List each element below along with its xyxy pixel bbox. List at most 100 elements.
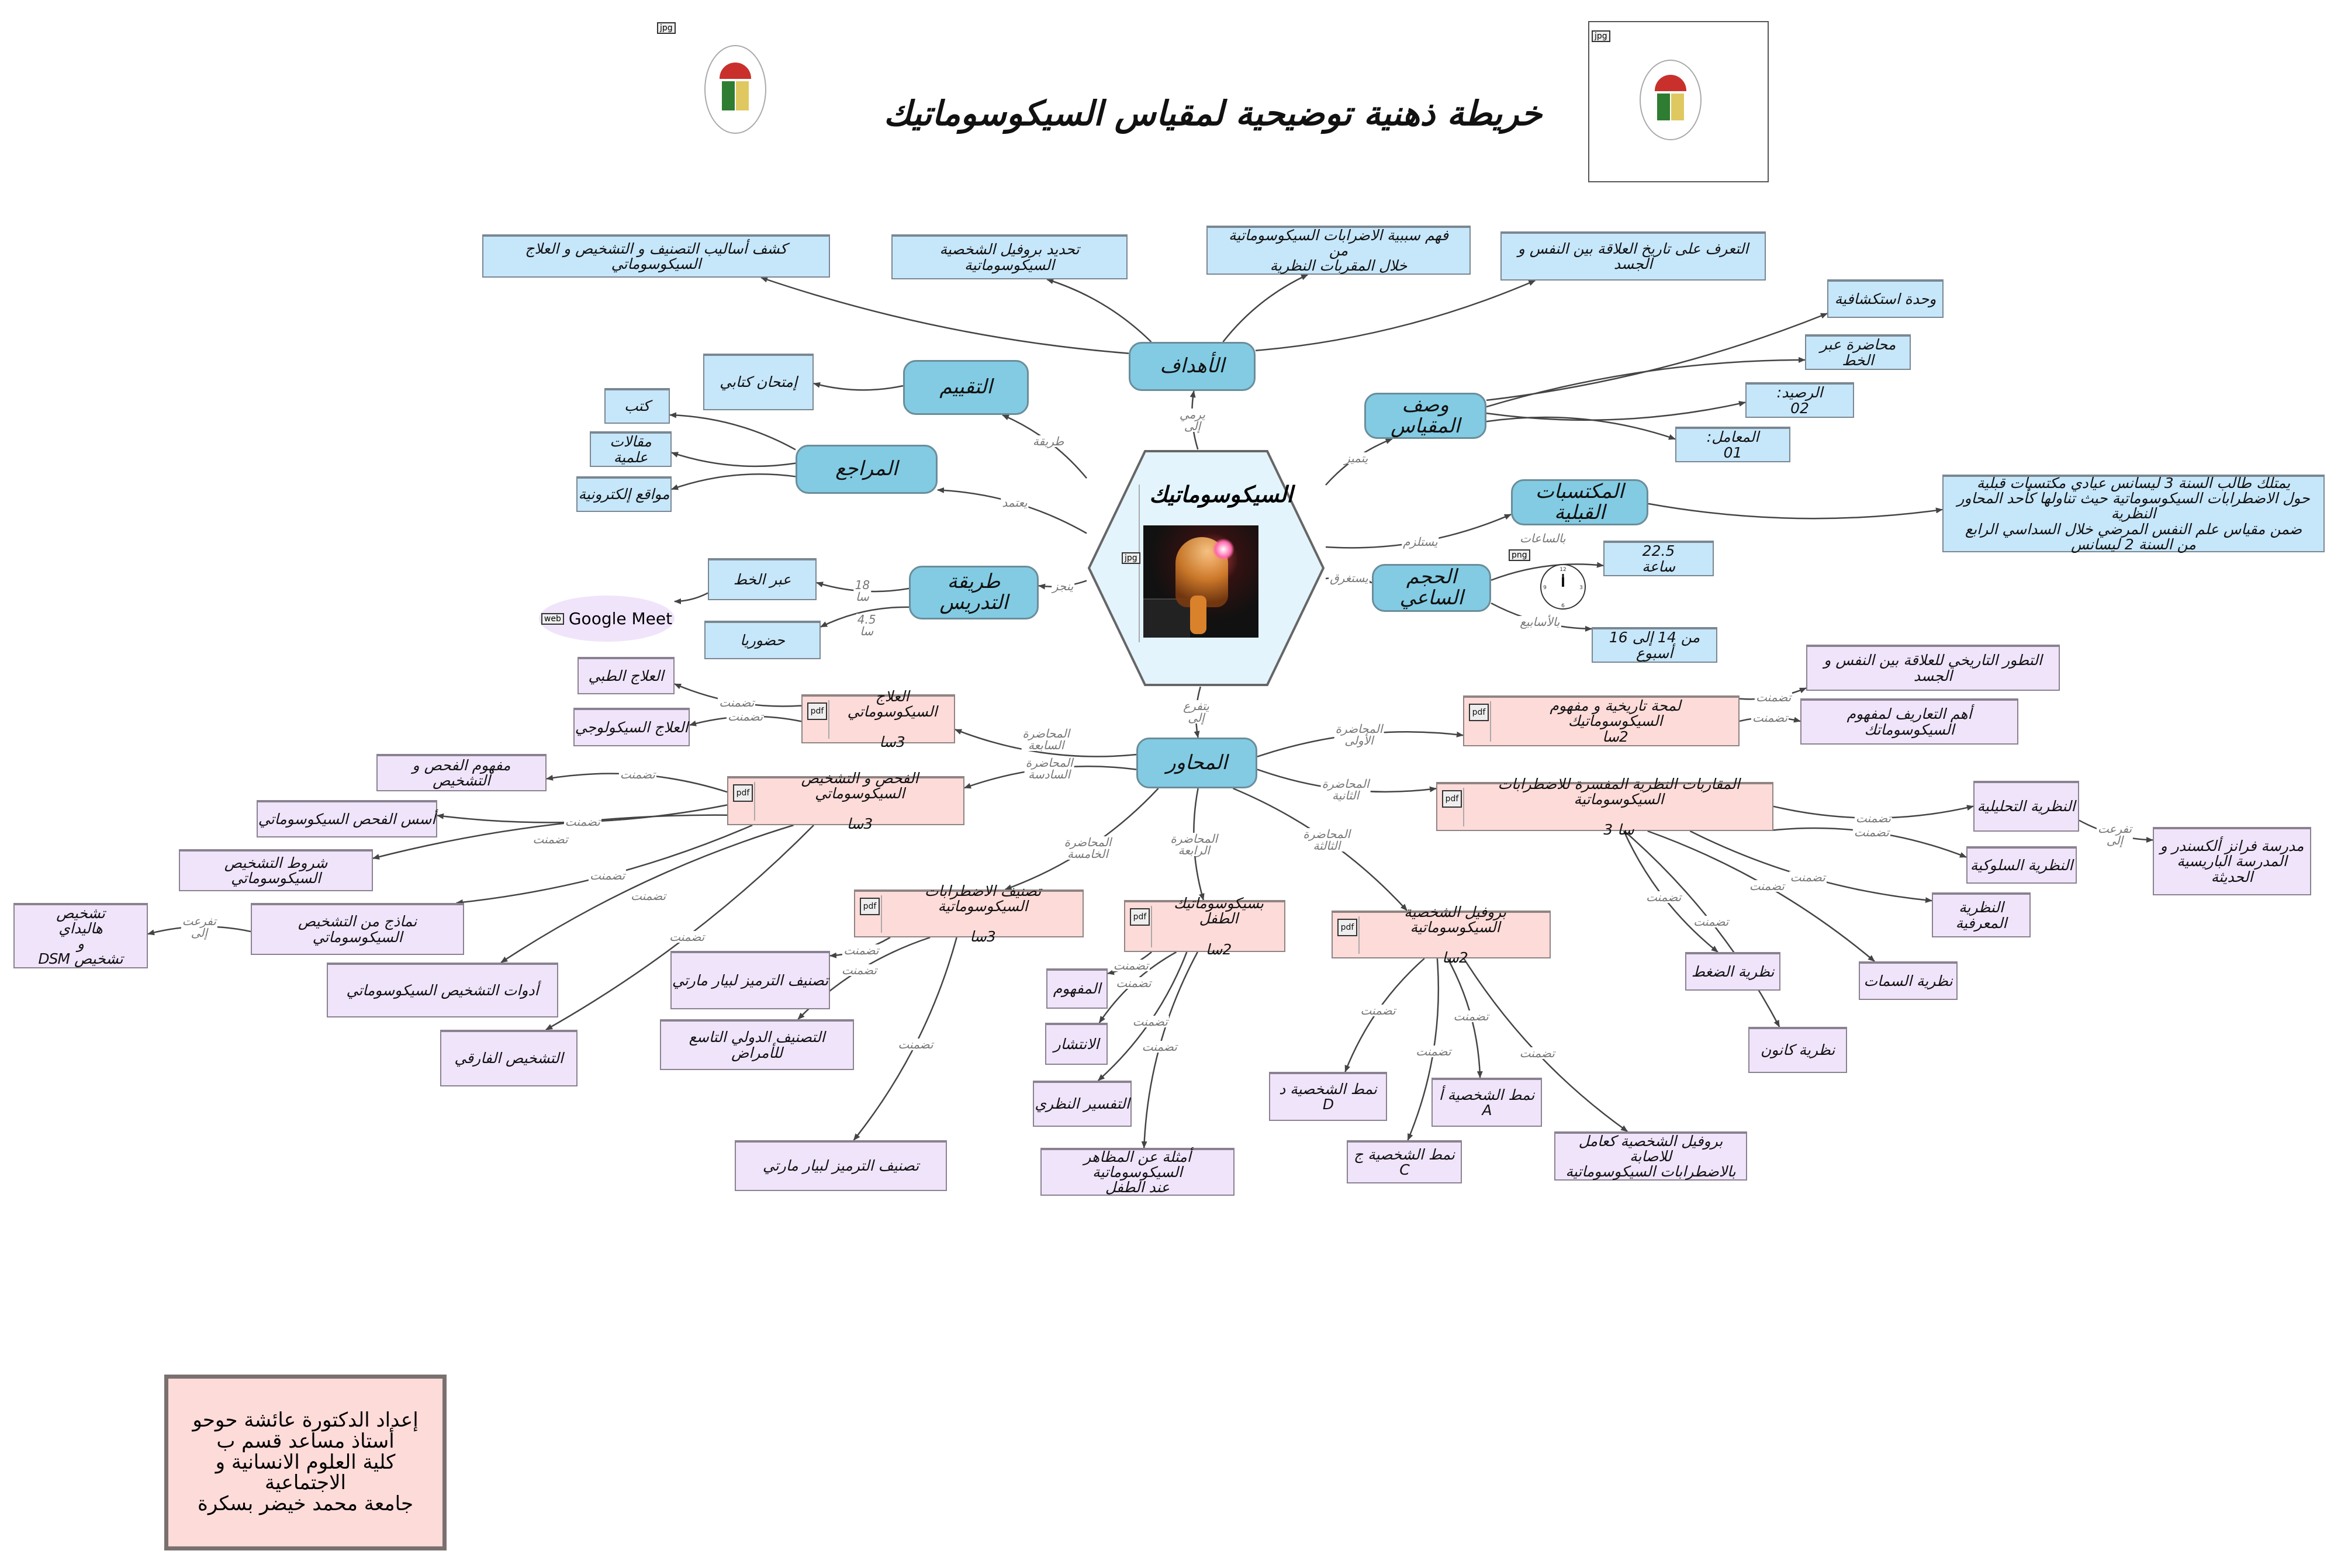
connector-desc-coef bbox=[1486, 416, 1676, 440]
node-hours[interactable]: الحجم الساعي bbox=[1372, 564, 1491, 612]
node-credit[interactable]: الرصيد: 02 bbox=[1745, 382, 1854, 418]
node-coef[interactable]: المعامل: 01 bbox=[1675, 427, 1790, 462]
connector-label: تفرعت إلى bbox=[2096, 822, 2133, 848]
node-g4[interactable]: التعرف على تاريخ العلاقة بين النفس و الج… bbox=[1500, 231, 1766, 281]
pdf-attachment-icon[interactable]: pdf bbox=[733, 784, 753, 802]
google-meet-link[interactable]: web Google Meet bbox=[539, 596, 675, 642]
pdf-attachment-icon[interactable]: pdf bbox=[1442, 790, 1462, 808]
node-label: بروفيل الشخصية السيكوسوماتية 2سا bbox=[1404, 903, 1507, 967]
svg-text:12: 12 bbox=[1559, 567, 1566, 573]
node-g1[interactable]: كشف أساليب التصنيف و التشخيص و العلاج ال… bbox=[482, 234, 830, 278]
connector-label: المحاضرة السادسة bbox=[1024, 755, 1074, 781]
node-behavioral[interactable]: النظرية السلوكية bbox=[1966, 846, 2077, 884]
node-stress[interactable]: نظرية الضغط bbox=[1685, 952, 1780, 991]
node-h1[interactable]: 22.5 ساعة bbox=[1603, 541, 1714, 576]
node-label: المكتسبات القبلية bbox=[1535, 479, 1624, 524]
node-label: الانتشار bbox=[1053, 1035, 1100, 1053]
node-refs[interactable]: المراجع bbox=[796, 445, 938, 494]
node-cannon[interactable]: نظرية كانون bbox=[1748, 1027, 1847, 1073]
connector-label: تضمنت bbox=[1644, 890, 1683, 905]
node-label: نظرية السمات bbox=[1863, 972, 1953, 989]
node-eval[interactable]: التقييم bbox=[903, 360, 1029, 415]
node-halliday[interactable]: تشخيص هاليداي و تشخيص DSM bbox=[13, 903, 148, 968]
central-topic-node[interactable]: السيكوسوماتيك jpg bbox=[1087, 449, 1326, 687]
node-g3[interactable]: فهم سببية الاضرابات السيكوسوماتية من خلا… bbox=[1206, 226, 1471, 275]
pdf-attachment-icon[interactable]: pdf bbox=[1130, 908, 1150, 926]
node-factor[interactable]: بروفيل الشخصية كعامل للاصابة بالاضطرابات… bbox=[1554, 1131, 1747, 1181]
node-dx-models[interactable]: نماذج من التشخيص السيكوسوماتي bbox=[251, 903, 464, 955]
divider bbox=[754, 782, 755, 821]
node-label: التفسير النظري bbox=[1035, 1095, 1130, 1113]
node-g2[interactable]: تحديد بروفيل الشخصية السيكوسوماتية bbox=[891, 234, 1128, 279]
divider bbox=[881, 895, 882, 933]
divider bbox=[1358, 916, 1360, 954]
node-medical[interactable]: العلاج الطبي bbox=[578, 657, 675, 694]
node-icd[interactable]: التصنيف الدولي التاسع للأمراض bbox=[660, 1019, 854, 1070]
node-sites[interactable]: مواقع إلكترونية bbox=[576, 476, 672, 512]
node-axes[interactable]: المحاور bbox=[1136, 738, 1257, 788]
node-franz[interactable]: مدرسة فرانز ألكسندر و المدرسة الباريسية … bbox=[2153, 827, 2311, 895]
node-hist[interactable]: التطور التاريخي للعلاقة بين النفس و الجس… bbox=[1806, 645, 2060, 691]
node-dx-diff[interactable]: التشخيص الفارقي bbox=[440, 1030, 578, 1086]
node-teach[interactable]: طريقة التدريس bbox=[909, 566, 1039, 619]
connector-goals-g2 bbox=[1046, 278, 1152, 342]
pdf-attachment-icon[interactable]: pdf bbox=[860, 898, 880, 915]
node-books[interactable]: كتب bbox=[604, 388, 670, 424]
node-typeD[interactable]: نمط الشخصية د D bbox=[1269, 1072, 1387, 1121]
node-desc[interactable]: وصف المقياس bbox=[1364, 393, 1486, 439]
node-label: كتب bbox=[624, 397, 651, 415]
node-concept[interactable]: المفهوم bbox=[1046, 968, 1108, 1009]
node-label: مفهوم الفحص و التشخيص bbox=[412, 756, 511, 789]
connector-label: يستلزم bbox=[1402, 535, 1439, 549]
node-prereq-text[interactable]: يمتلك طالب السنة 3 ليسانس عيادي مكتسبات … bbox=[1942, 475, 2325, 552]
node-marty1[interactable]: تصنيف الترميز لبيار مارتي bbox=[670, 951, 830, 1009]
connector-label: المحاضرة الأولى bbox=[1334, 721, 1384, 747]
node-label: المحاور bbox=[1166, 750, 1228, 774]
node-exam[interactable]: إمتحان كتابي bbox=[703, 354, 814, 410]
pdf-attachment-icon[interactable]: pdf bbox=[807, 702, 827, 720]
node-label: بسيكوسوماتيك الطفل 2سا bbox=[1174, 895, 1264, 958]
node-prereq[interactable]: المكتسبات القبلية bbox=[1511, 479, 1648, 525]
pdf-attachment-icon[interactable]: pdf bbox=[1469, 704, 1489, 721]
node-label: تشخيص هاليداي و تشخيص DSM bbox=[38, 904, 123, 968]
node-typeA[interactable]: نمط الشخصية أ A bbox=[1431, 1078, 1542, 1127]
node-L3[interactable]: pdf بروفيل الشخصية السيكوسوماتية 2سا bbox=[1332, 904, 1551, 965]
node-dx-concept[interactable]: مفهوم الفحص و التشخيص bbox=[376, 754, 547, 791]
node-dx-basics[interactable]: أسس الفحص السيكوسوماتي bbox=[257, 800, 437, 837]
node-analytic[interactable]: النظرية التحليلية bbox=[1973, 781, 2079, 832]
node-label: أسس الفحص السيكوسوماتي bbox=[258, 810, 436, 828]
node-dx-tools[interactable]: أدوات التشخيص السيكوسوماتي bbox=[327, 963, 558, 1017]
node-typeC[interactable]: نمط الشخصية ج C bbox=[1347, 1140, 1462, 1183]
node-cognitive[interactable]: النظرية المعرفية bbox=[1932, 892, 2031, 937]
node-prevalence[interactable]: الانتشار bbox=[1045, 1023, 1108, 1065]
divider bbox=[1490, 701, 1491, 742]
node-online[interactable]: عبر الخط bbox=[708, 558, 817, 600]
node-h2[interactable]: من 14 إلى 16 أسبوع bbox=[1592, 627, 1717, 663]
node-examples[interactable]: أمثلة عن المظاهر السيكوسوماتية عند الطفل bbox=[1040, 1148, 1235, 1196]
node-label: نمط الشخصية أ A bbox=[1439, 1086, 1536, 1119]
node-marty2[interactable]: تصنيف الترميز لبيار مارتي bbox=[735, 1140, 947, 1191]
node-L4[interactable]: pdf بسيكوسوماتيك الطفل 2سا bbox=[1124, 895, 1285, 957]
node-lecture-online[interactable]: محاضرة عبر الخط bbox=[1805, 334, 1911, 370]
node-unit[interactable]: وحدة استكشافية bbox=[1827, 279, 1944, 318]
node-traits[interactable]: نظرية السمات bbox=[1859, 961, 1958, 1000]
node-goals[interactable]: الأهداف bbox=[1129, 342, 1256, 391]
node-defs[interactable]: أهم التعاريف لمفهوم السيكوسوماتك bbox=[1800, 698, 2018, 745]
node-theory[interactable]: التفسير النظري bbox=[1033, 1081, 1132, 1127]
node-inperson[interactable]: حضوريا bbox=[704, 621, 821, 659]
node-dx-conditions[interactable]: شروط التشخيص السيكوسوماتي bbox=[179, 849, 373, 891]
node-label: التطور التاريخي للعلاقة بين النفس و الجس… bbox=[1824, 652, 2043, 684]
node-label: مقالات علمية bbox=[610, 433, 652, 466]
connector-label: تضمنت bbox=[1748, 879, 1786, 894]
node-articles[interactable]: مقالات علمية bbox=[590, 431, 672, 467]
connector-L6-dx_models bbox=[455, 824, 753, 905]
connector-label: تضمنت bbox=[589, 868, 627, 882]
pdf-attachment-icon[interactable]: pdf bbox=[1337, 919, 1357, 936]
connector-label: يستغرق bbox=[1329, 570, 1370, 585]
node-psych[interactable]: العلاج السيكولوجي bbox=[573, 708, 690, 746]
